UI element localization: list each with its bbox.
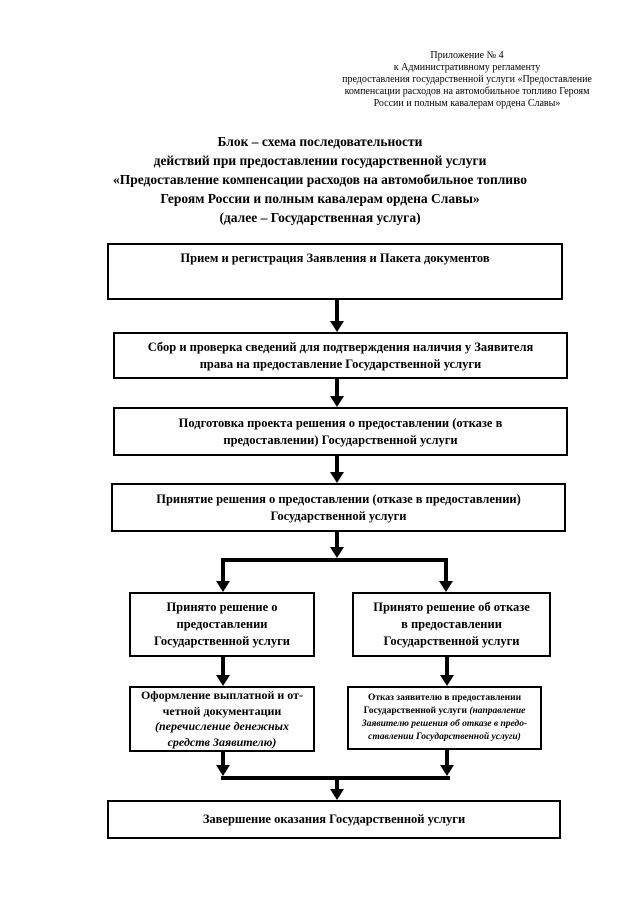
flow-action-refusal: Отказ заявителю в предоставлении Государ… (347, 686, 542, 750)
arrow-line-step3-step4 (335, 456, 339, 473)
page-title: Блок – схема последовательности действий… (112, 134, 528, 225)
flow-step-draft-decision-label: Подготовка проекта решения о предоставле… (178, 415, 503, 447)
arrow-line-approved-payment (221, 657, 225, 675)
arrowhead-split-right (439, 581, 453, 592)
flow-branch-refused: Принято решение об отказе в предоставлен… (352, 592, 551, 657)
flow-action-payment-label: Оформление выплатной и от- четной докуме… (141, 688, 303, 750)
flow-step-completion-label: Завершение оказания Государственной услу… (202, 812, 466, 826)
arrowhead-step1-step2 (330, 321, 344, 332)
arrowhead-payment-merge (216, 765, 230, 776)
flow-step-verification: Сбор и проверка сведений для подтвержден… (113, 332, 568, 379)
flow-step-reception-label: Прием и регистрация Заявления и Пакета д… (180, 251, 490, 265)
arrow-line-step2-step3 (335, 379, 339, 397)
flow-action-refusal-note: (направление Заявителю решения об отказе… (361, 706, 528, 742)
arrow-line-step4-split (335, 532, 339, 548)
flow-branch-refused-label: Принято решение об отказе в предоставлен… (373, 600, 530, 648)
arrow-line-payment-merge (221, 752, 225, 765)
flow-branch-approved: Принято решение о предоставлении Государ… (129, 592, 315, 657)
arrow-line-merge-final (335, 778, 339, 789)
arrow-line-split-left (221, 560, 225, 581)
flow-step-decision: Принятие решения о предоставлении (отказ… (111, 483, 566, 532)
flow-action-refusal-main: Отказ заявителю в предоставлении Государ… (363, 693, 522, 716)
arrow-line-split-right (444, 560, 448, 581)
flow-action-refusal-label: Отказ заявителю в предоставлении Государ… (362, 692, 527, 744)
flow-step-completion: Завершение оказания Государственной услу… (107, 800, 561, 839)
arrow-line-step1-step2 (335, 300, 339, 322)
arrowhead-step3-step4 (330, 472, 344, 483)
flow-step-verification-label: Сбор и проверка сведений для подтвержден… (147, 339, 534, 371)
flow-step-draft-decision: Подготовка проекта решения о предоставле… (113, 407, 568, 456)
arrowhead-merge-final (330, 789, 344, 800)
flow-action-payment-note: (перечисление денежных средств Заявителю… (154, 719, 289, 749)
appendix-annotation: Приложение № 4 к Административному регла… (342, 50, 592, 109)
split-bar (221, 558, 448, 562)
arrowhead-approved-payment (216, 675, 230, 686)
arrowhead-split-left (216, 581, 230, 592)
flow-branch-approved-label: Принято решение о предоставлении Государ… (154, 600, 290, 648)
arrowhead-refusal-merge (440, 765, 454, 776)
flow-step-reception: Прием и регистрация Заявления и Пакета д… (107, 243, 563, 300)
flow-step-decision-label: Принятие решения о предоставлении (отказ… (156, 491, 521, 523)
flow-action-payment-main: Оформление выплатной и от- четной докуме… (140, 688, 304, 718)
arrowhead-step2-step3 (330, 396, 344, 407)
arrowhead-step4-split (330, 547, 344, 558)
arrow-line-refused-refusal (445, 657, 449, 675)
flow-action-payment: Оформление выплатной и от- четной докуме… (129, 686, 315, 752)
arrow-line-refusal-merge (445, 750, 449, 765)
arrowhead-refused-refusal (440, 675, 454, 686)
